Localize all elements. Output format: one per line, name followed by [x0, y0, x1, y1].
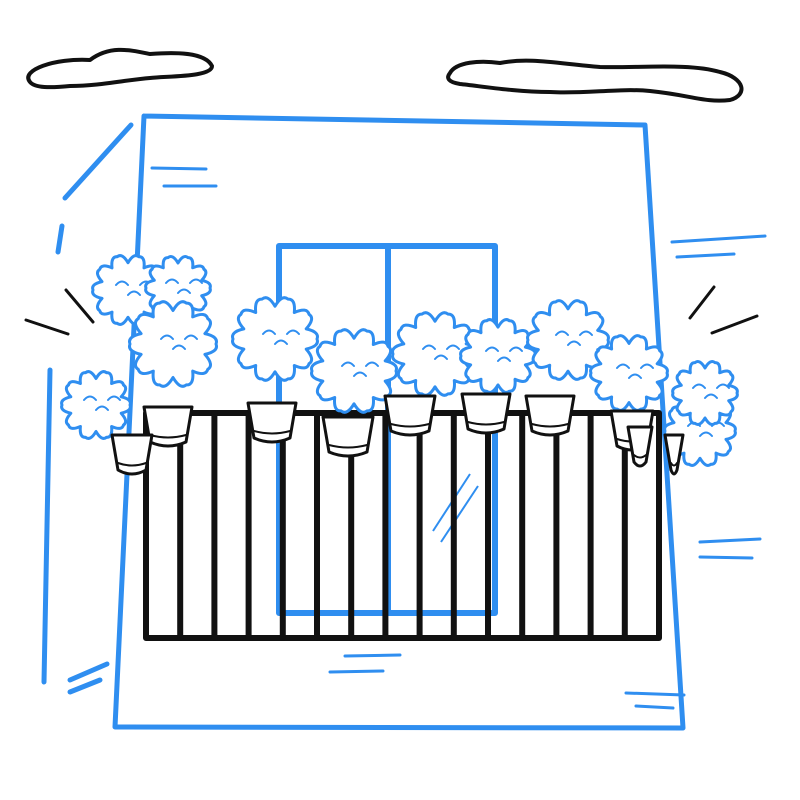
petal-detail [567, 340, 581, 346]
flower-pot [626, 425, 654, 468]
right-cloud [446, 58, 744, 103]
petal-detail [485, 346, 499, 352]
pot-rim-detail [633, 454, 647, 459]
building-side-edge-lower [41, 367, 53, 685]
right-sparkle-2 [710, 314, 759, 335]
petal-detail [365, 361, 379, 367]
petal-detail [177, 288, 191, 294]
petal-detail [262, 329, 276, 335]
petal-detail [699, 431, 713, 437]
flower-cluster [310, 328, 398, 414]
petal-detail [716, 383, 730, 389]
flower-pot [246, 401, 298, 444]
petal-detail [616, 363, 630, 369]
flower-pot [524, 394, 576, 437]
petal-detail [497, 356, 511, 362]
petal-detail [184, 334, 198, 340]
petal-detail [83, 395, 97, 401]
sparkle-strokes [24, 285, 759, 336]
petal-detail [127, 290, 141, 296]
hatch-3 [670, 234, 767, 244]
wall-hatch-strokes [150, 166, 767, 710]
petal-detail [115, 280, 129, 286]
railing-frame [143, 410, 662, 641]
flower-pot [110, 433, 154, 476]
building-side-top [62, 122, 134, 201]
building-bottom-left-hatch-1 [67, 661, 110, 683]
petal-detail [341, 361, 355, 367]
hatch-9 [624, 691, 686, 697]
hatch-10 [634, 704, 675, 710]
petal-detail [446, 344, 460, 350]
hatch-7 [343, 653, 402, 658]
clouds [26, 47, 744, 103]
petal-detail [640, 363, 654, 369]
flower-cluster [459, 318, 537, 394]
left-sparkle-1 [64, 288, 95, 324]
right-sparkle-1 [688, 285, 716, 320]
building [41, 113, 686, 731]
petal-detail [509, 346, 523, 352]
hatch-6 [698, 555, 754, 560]
flower-pot [460, 392, 512, 435]
pot-rim-detail [117, 462, 147, 467]
petal-detail [286, 329, 300, 335]
petal-detail [165, 278, 179, 284]
flower-cluster [391, 311, 479, 397]
flower-cluster [128, 300, 218, 388]
hatch-5 [698, 537, 762, 544]
hatch-1 [150, 166, 208, 171]
balcony-railing [143, 410, 662, 641]
flower-cluster [526, 299, 610, 381]
left-cloud [26, 47, 214, 90]
petal-detail [434, 354, 448, 360]
flower-cluster [589, 334, 669, 412]
building-bottom-left-hatch-2 [67, 677, 103, 695]
petal-detail [107, 395, 121, 401]
petal-detail [353, 371, 367, 377]
petal-detail [704, 393, 718, 399]
petal-detail [189, 278, 203, 284]
petal-detail [692, 383, 706, 389]
pot-rim-detail [531, 423, 569, 428]
hatch-4 [675, 252, 736, 259]
flower-pots [60, 254, 739, 476]
pot-rim-detail [328, 444, 368, 449]
pot-rim-detail [390, 423, 430, 428]
petal-detail [628, 373, 642, 379]
building-outline [112, 113, 686, 731]
flower-pot [321, 415, 375, 458]
petal-detail [160, 334, 174, 340]
flower-cluster [671, 360, 739, 426]
petal-detail [274, 339, 288, 345]
flower-pot [663, 433, 685, 476]
pot-rim-detail [467, 421, 505, 426]
glass-shine-2 [440, 485, 479, 543]
flower-cluster [60, 370, 132, 440]
pot-rim-detail [670, 462, 678, 467]
petal-detail [422, 344, 436, 350]
building-side-edge [55, 223, 65, 255]
flower-cluster [231, 296, 319, 382]
petal-detail [95, 405, 109, 411]
petal-detail [579, 330, 593, 336]
petal-detail [172, 344, 186, 350]
pot-rim-detail [253, 430, 291, 435]
flower-pot [383, 394, 437, 437]
left-sparkle-2 [24, 318, 70, 336]
petal-detail [555, 330, 569, 336]
hatch-8 [328, 669, 385, 674]
